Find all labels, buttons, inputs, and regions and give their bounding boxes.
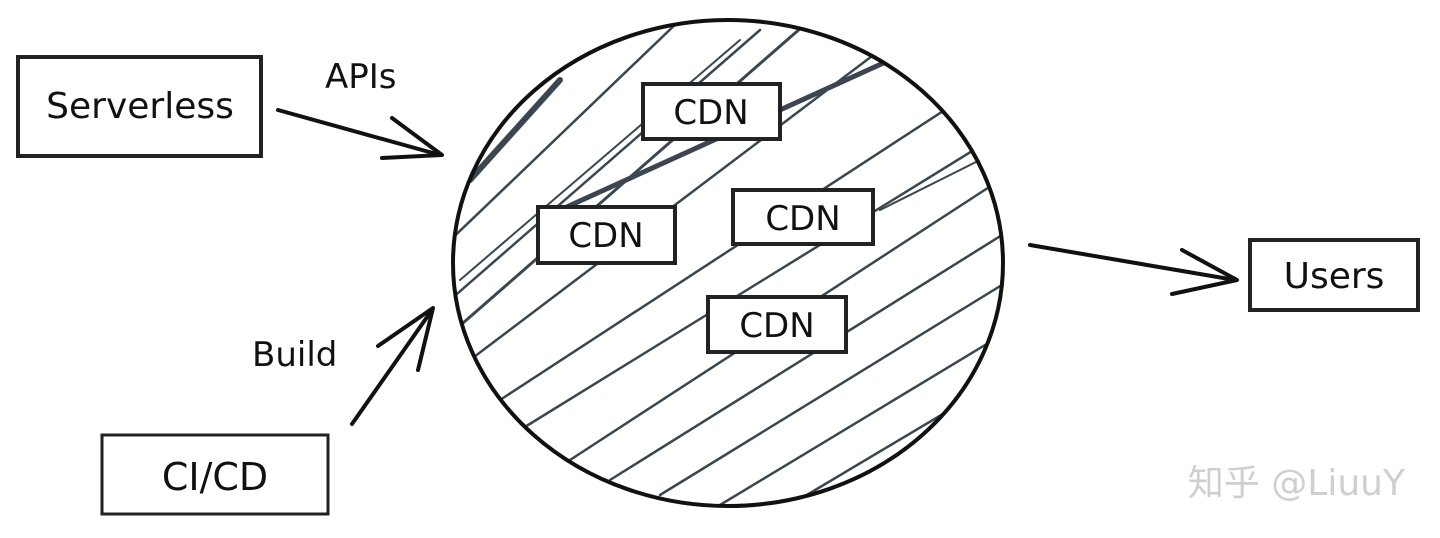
cdn-right-label: CDN <box>765 199 840 239</box>
apis-label: APIs <box>325 57 397 97</box>
users-node: Users <box>1248 238 1420 312</box>
build-label: Build <box>252 335 337 375</box>
cicd-node: CI/CD <box>100 433 330 516</box>
build-arrow <box>350 306 435 426</box>
cdn-left-label: CDN <box>568 216 643 256</box>
cdn-top-label: CDN <box>673 93 748 133</box>
watermark: 知乎 @LiuuY <box>1188 463 1406 504</box>
cdn-node-bottom: CDN <box>706 295 848 354</box>
cdn-node-right: CDN <box>731 188 875 246</box>
cdn-node-left: CDN <box>536 205 677 265</box>
serverless-label: Serverless <box>46 86 234 127</box>
cdn-node-top: CDN <box>641 82 782 141</box>
users-arrow <box>1028 243 1239 296</box>
apis-arrow <box>276 108 444 160</box>
cdn-network-circle <box>451 18 1005 508</box>
cicd-label: CI/CD <box>162 455 268 499</box>
users-label: Users <box>1284 256 1385 297</box>
serverless-node: Serverless <box>16 55 263 158</box>
cdn-bottom-label: CDN <box>739 306 814 346</box>
